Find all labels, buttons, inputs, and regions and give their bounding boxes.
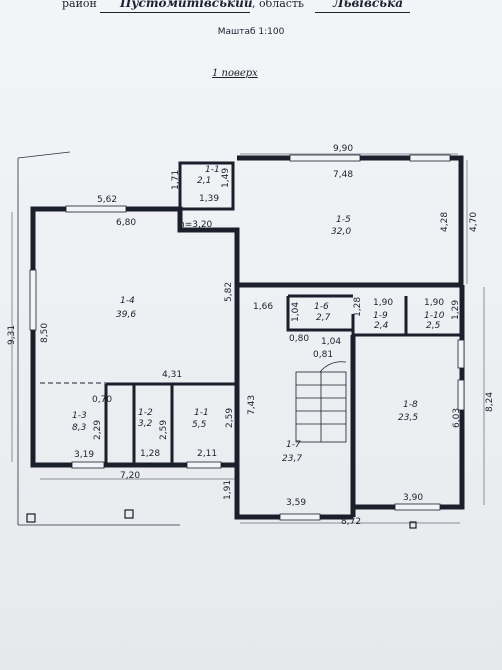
dim-743: 7,43 <box>247 395 257 415</box>
dim-070: 0,70 <box>92 395 112 405</box>
region-underline <box>315 12 410 13</box>
dim-104a: 1,04 <box>291 302 301 322</box>
floor-label: 1 поверх <box>212 68 258 79</box>
room-1-10-area: 2,5 <box>426 321 441 331</box>
dim-128: 1,28 <box>353 297 363 317</box>
dim-104b: 1,04 <box>321 337 341 347</box>
room-1-2-area: 3,2 <box>138 419 153 429</box>
room-1-5-number: 1-5 <box>336 215 351 225</box>
dim-081: 0,81 <box>313 350 333 360</box>
room-1-9-number: 1-9 <box>373 311 388 321</box>
dim-748: 7,48 <box>333 170 353 180</box>
dim-191: 1,91 <box>223 480 233 500</box>
room-1-5-area: 32,0 <box>331 227 351 237</box>
region-label: , область <box>252 0 305 10</box>
dim-872: 8,72 <box>341 517 361 527</box>
dim-720: 7,20 <box>120 471 140 481</box>
room-1-1-area: 2,1 <box>197 176 211 186</box>
dim-139: 1,39 <box>199 194 219 204</box>
dim-824: 8,24 <box>485 392 495 412</box>
scale-label: Маштаб 1:100 <box>217 27 285 37</box>
dim-850: 8,50 <box>40 323 50 343</box>
dim-129: 1,29 <box>451 300 461 320</box>
dim-680: 6,80 <box>116 218 136 228</box>
dim-562: 5,62 <box>97 195 117 205</box>
room-1-1-number: 1-1 <box>205 165 220 175</box>
dim-359: 3,59 <box>286 498 306 508</box>
dim-080: 0,80 <box>289 334 309 344</box>
dim-259b: 2,59 <box>225 408 235 428</box>
room-1-2-number: 1-2 <box>138 408 153 418</box>
dim-171: 1,71 <box>171 170 181 190</box>
dim-149: 1,49 <box>221 168 231 188</box>
district-label: район <box>62 0 97 10</box>
room-1-8-number: 1-8 <box>403 400 418 410</box>
room-1-1b-area: 5,5 <box>192 420 207 430</box>
dim-582: 5,82 <box>224 282 234 302</box>
district-underline <box>100 12 250 13</box>
room-1-4-number: 1-4 <box>120 296 135 306</box>
dim-top-990: 9,90 <box>333 144 353 154</box>
dim-931: 9,31 <box>7 325 17 345</box>
dim-190b: 1,90 <box>424 298 444 308</box>
dim-470: 4,70 <box>469 212 479 232</box>
district-value: Пустомитівський <box>120 0 253 10</box>
dim-190a: 1,90 <box>373 298 393 308</box>
dim-319: 3,19 <box>74 450 94 460</box>
room-1-7-area: 23,7 <box>282 454 302 464</box>
dim-height: h=3,20 <box>179 220 213 230</box>
dim-166: 1,66 <box>253 302 273 312</box>
room-1-6-number: 1-6 <box>314 302 329 312</box>
dim-211: 2,11 <box>197 449 217 459</box>
room-1-3-area: 8,3 <box>72 423 87 433</box>
room-1-9-area: 2,4 <box>374 321 389 331</box>
room-1-4-area: 39,6 <box>116 310 136 320</box>
room-1-1b-number: 1-1 <box>194 408 209 418</box>
dim-390: 3,90 <box>403 493 423 503</box>
room-1-8-area: 23,5 <box>398 413 418 423</box>
room-1-3-number: 1-3 <box>72 411 87 421</box>
dim-229: 2,29 <box>93 420 103 440</box>
room-1-7-number: 1-7 <box>286 440 301 450</box>
region-value: Львівська <box>333 0 403 10</box>
dim-603: 6,03 <box>452 408 462 428</box>
dim-428: 4,28 <box>440 212 450 232</box>
room-1-6-area: 2,7 <box>316 313 331 323</box>
dim-259a: 2,59 <box>159 420 169 440</box>
dim-128b: 1,28 <box>140 449 160 459</box>
room-1-10-number: 1-10 <box>424 311 445 321</box>
dim-431: 4,31 <box>162 370 182 380</box>
